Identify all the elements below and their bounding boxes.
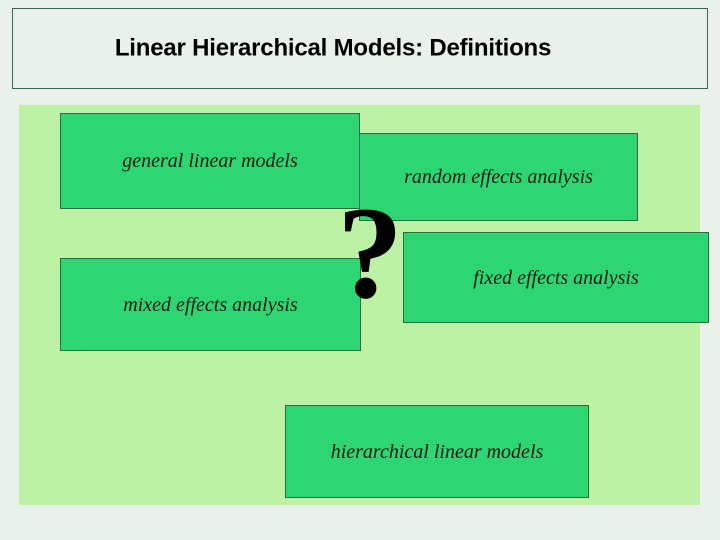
concept-box-general-linear-models[interactable]: general linear models bbox=[60, 113, 360, 209]
concept-box-fixed-effects-analysis[interactable]: fixed effects analysis bbox=[403, 232, 709, 323]
concept-label: random effects analysis bbox=[404, 166, 593, 188]
concept-box-random-effects-analysis[interactable]: random effects analysis bbox=[359, 133, 638, 221]
concept-label: fixed effects analysis bbox=[473, 266, 639, 289]
slide-title-box: Linear Hierarchical Models: Definitions bbox=[12, 8, 708, 89]
concept-box-hierarchical-linear-models[interactable]: hierarchical linear models bbox=[285, 405, 589, 498]
concept-label: mixed effects analysis bbox=[123, 293, 298, 316]
concept-label: general linear models bbox=[122, 150, 298, 172]
concept-label: hierarchical linear models bbox=[330, 440, 544, 463]
page-title: Linear Hierarchical Models: Definitions bbox=[114, 33, 552, 61]
concept-box-mixed-effects-analysis[interactable]: mixed effects analysis bbox=[60, 258, 361, 351]
